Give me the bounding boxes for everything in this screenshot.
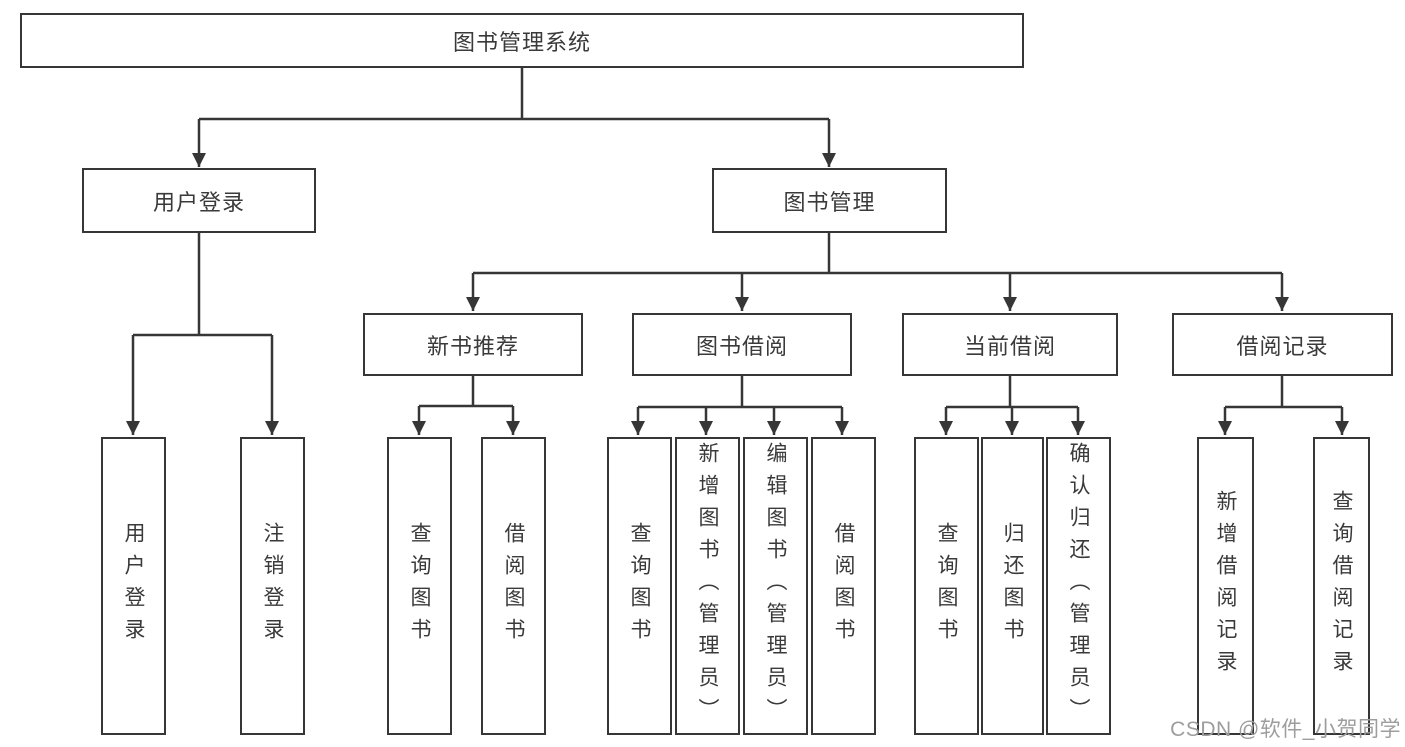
- leaf-label: 注销登录: [261, 522, 284, 650]
- node-borrow-records: 借阅记录: [1172, 313, 1393, 376]
- leaf-label: 编辑图书（管理员）: [764, 442, 787, 730]
- csdn-watermark: CSDN @软件_小贺同学: [1170, 718, 1401, 741]
- leaf-borrow-books: 借阅图书: [811, 437, 876, 735]
- leaf-query-books-recommend: 查询图书: [387, 437, 452, 735]
- node-user-login: 用户登录: [82, 168, 316, 233]
- leaf-label: 查询借阅记录: [1330, 490, 1353, 682]
- leaf-add-book-admin: 新增图书（管理员）: [675, 437, 740, 735]
- leaf-label: 新增图书（管理员）: [696, 442, 719, 730]
- leaf-label: 查询图书: [408, 522, 431, 650]
- leaf-add-borrow-record: 新增借阅记录: [1197, 437, 1254, 735]
- leaf-label: 确认归还（管理员）: [1067, 442, 1090, 730]
- leaf-logout: 注销登录: [240, 437, 305, 735]
- leaf-return-book: 归还图书: [981, 437, 1044, 735]
- leaf-query-borrow-record: 查询借阅记录: [1313, 437, 1370, 735]
- leaf-label: 归还图书: [1001, 522, 1024, 650]
- leaf-user-login: 用户登录: [101, 437, 166, 735]
- node-current-borrow: 当前借阅: [902, 313, 1118, 376]
- leaf-confirm-return-admin: 确认归还（管理员）: [1046, 437, 1111, 735]
- leaf-label: 查询图书: [935, 522, 958, 650]
- node-borrow-records-label: 借阅记录: [1236, 333, 1329, 359]
- leaf-query-books-current: 查询图书: [914, 437, 979, 735]
- leaf-label: 借阅图书: [502, 522, 525, 650]
- node-root-label: 图书管理系统: [452, 29, 591, 55]
- node-user-login-label: 用户登录: [152, 189, 245, 215]
- node-book-management: 图书管理: [712, 168, 947, 233]
- node-new-book-recommend-label: 新书推荐: [426, 333, 519, 359]
- node-new-book-recommend: 新书推荐: [363, 313, 583, 376]
- node-root: 图书管理系统: [20, 13, 1024, 68]
- leaf-edit-book-admin: 编辑图书（管理员）: [743, 437, 808, 735]
- node-book-borrow: 图书借阅: [632, 313, 852, 376]
- leaf-borrow-books-recommend: 借阅图书: [481, 437, 546, 735]
- leaf-query-books-borrow: 查询图书: [607, 437, 672, 735]
- leaf-label: 查询图书: [628, 522, 651, 650]
- leaf-label: 新增借阅记录: [1214, 490, 1237, 682]
- leaf-label: 用户登录: [122, 522, 145, 650]
- node-book-management-label: 图书管理: [783, 189, 876, 215]
- node-book-borrow-label: 图书借阅: [695, 333, 788, 359]
- leaf-label: 借阅图书: [832, 522, 855, 650]
- node-current-borrow-label: 当前借阅: [963, 333, 1056, 359]
